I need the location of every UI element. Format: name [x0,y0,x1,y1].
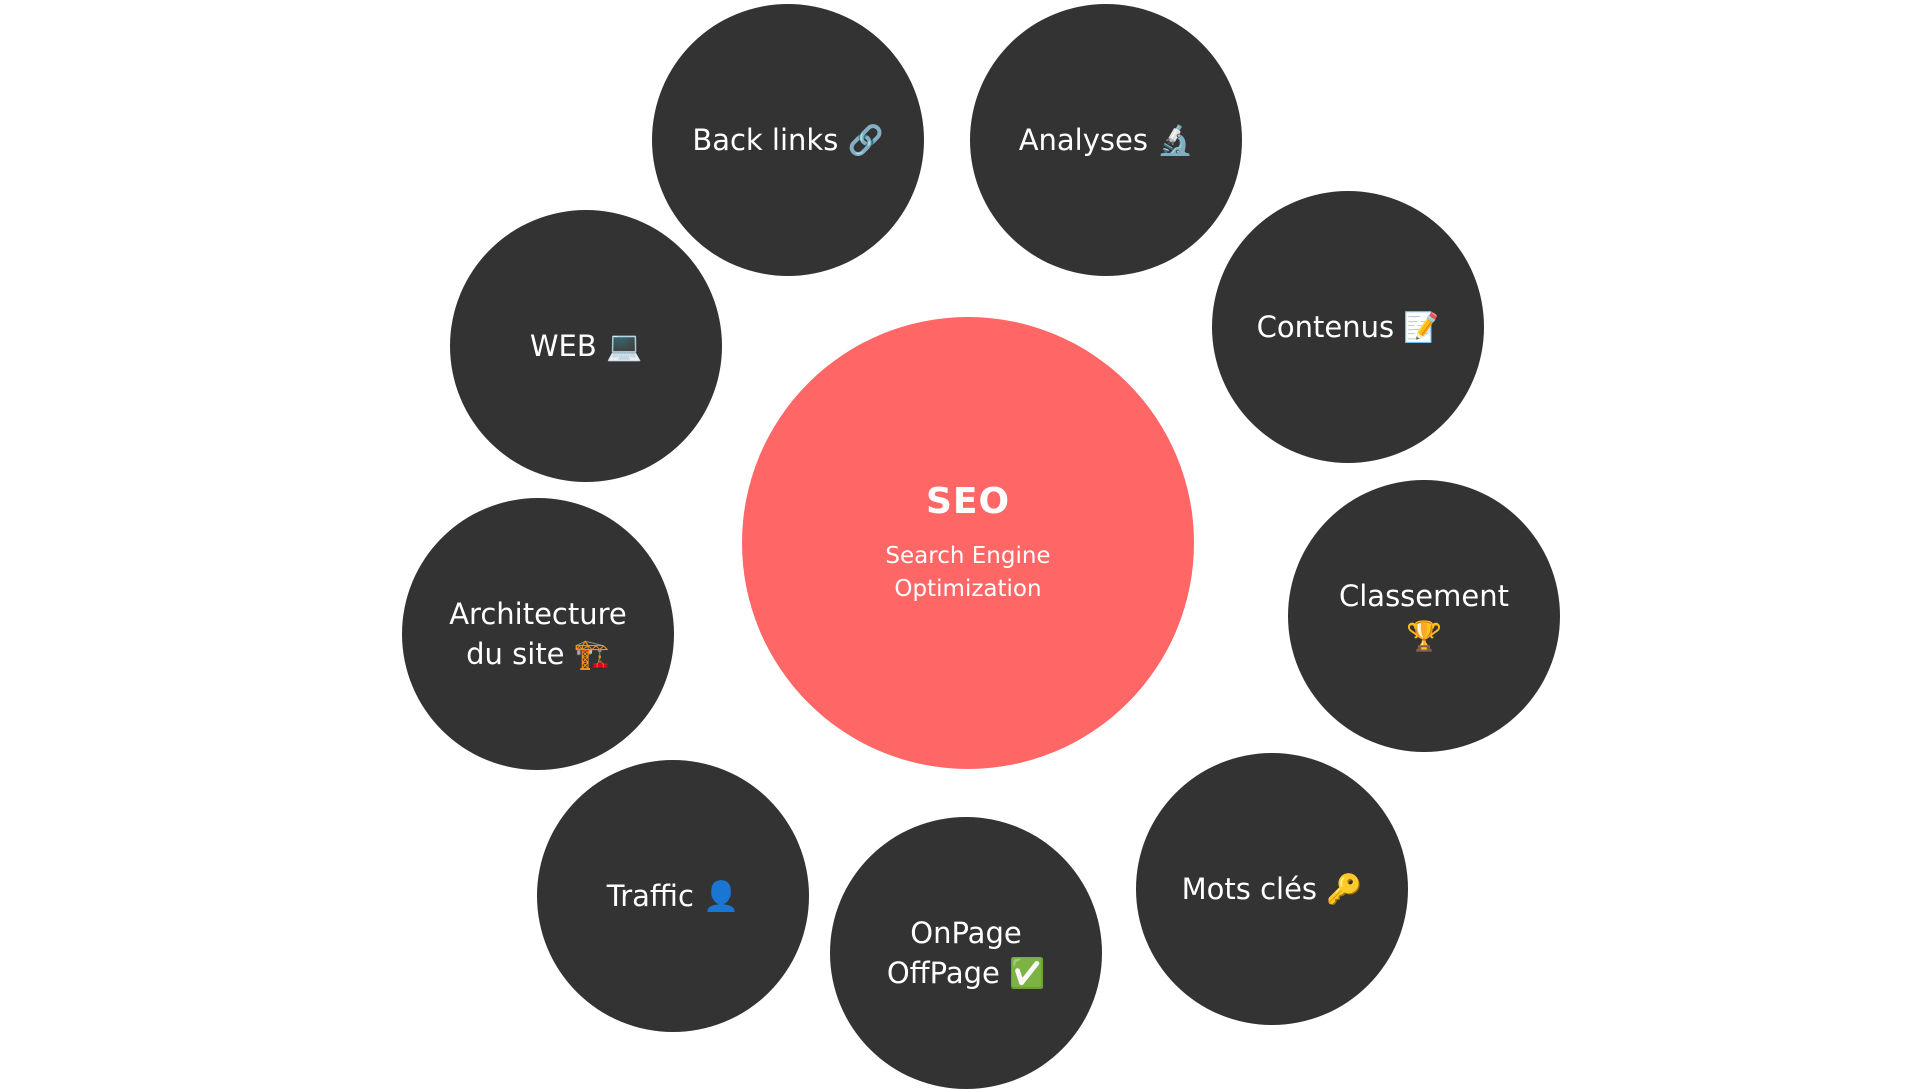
node-architecture-label: Architecture du site 🏗️ [449,597,627,671]
node-contenus-label: Contenus 📝 [1256,310,1440,344]
node-back-links-label: Back links 🔗 [692,123,884,157]
node-analyses: Analyses 🔬 [970,4,1242,276]
node-onpage-offpage-label: OnPage OffPage ✅ [886,916,1046,990]
node-web-label: WEB 💻 [529,329,643,363]
node-mots-cles-label: Mots clés 🔑 [1181,872,1363,906]
node-mots-cles: Mots clés 🔑 [1136,753,1408,1025]
hub-subtitle: Search Engine Optimization [885,542,1051,602]
node-analyses-label: Analyses 🔬 [1018,123,1194,157]
node-architecture: Architecture du site 🏗️ [402,498,674,770]
node-traffic: Traffic 👤 [537,760,809,1032]
node-web: WEB 💻 [450,210,722,482]
hub-title: SEO [925,480,1011,522]
seo-hub-circle: SEO Search Engine Optimization [742,317,1194,769]
node-classement: Classement 🏆 [1288,480,1560,752]
node-classement-label: Classement 🏆 [1339,579,1509,653]
node-traffic-label: Traffic 👤 [606,879,740,913]
node-onpage-offpage: OnPage OffPage ✅ [830,817,1102,1089]
node-back-links: Back links 🔗 [652,4,924,276]
node-contenus: Contenus 📝 [1212,191,1484,463]
